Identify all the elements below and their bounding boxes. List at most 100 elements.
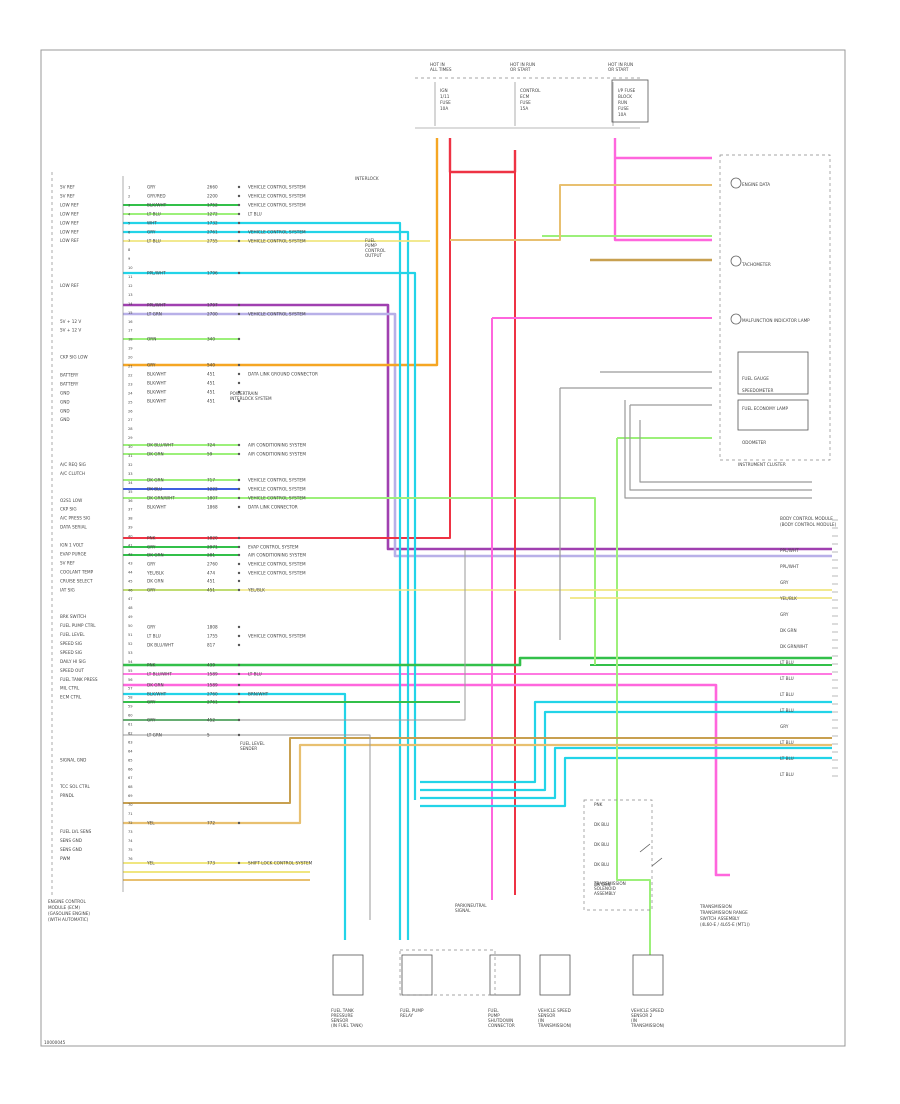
wire-tan-1	[123, 743, 832, 825]
ecm-pin-number: 23	[128, 382, 133, 386]
wire-color-label: BLK/WHT	[147, 203, 167, 208]
ecm-pin-number: 42	[128, 552, 133, 556]
ecm-pin-number: 38	[128, 517, 133, 521]
bottom-component-label: (IN FUEL TANK)	[331, 1023, 363, 1028]
splice-dot	[237, 399, 241, 403]
wire-5v-b	[123, 312, 832, 558]
ecm-pin-number: 5	[128, 221, 130, 225]
wire-color-label: GRY	[147, 625, 156, 630]
wire-grey-9	[123, 734, 371, 920]
wire-circuit-label: 1808	[207, 625, 218, 630]
ecm-pin-number: 58	[128, 696, 133, 700]
ecm-pin-label: FUEL LEVEL	[60, 632, 85, 637]
ecm-pin-number: 66	[128, 767, 133, 771]
ecm-pin-number: 2	[128, 194, 130, 198]
wire-lime-long	[123, 497, 596, 665]
instrument-cluster-box	[719, 154, 831, 461]
ecm-pin-label: ECM CTRL	[60, 695, 82, 700]
bottom-component-label: RELAY	[400, 1013, 414, 1018]
wire-color-label: GRY	[147, 588, 156, 593]
ecm-pin-number: 29	[128, 436, 133, 440]
wire-ecm-fuse-red	[448, 138, 517, 174]
component-layer	[51, 77, 838, 996]
ecm-pin-label: MIL CTRL	[60, 686, 80, 691]
ecm-pin-label: A/C PRESS SIG	[60, 516, 90, 521]
bottom-component-label: (IN	[631, 1018, 637, 1023]
wire-circuit-label: 1222	[207, 487, 218, 492]
wire-destination-label: AIR CONDITIONING SYSTEM	[248, 443, 306, 448]
wire-color-label: WHT	[147, 221, 157, 226]
wire-circuit-label: 59	[207, 452, 213, 457]
ecm-pin-number: 24	[128, 391, 133, 395]
wire-circuit-label: 5	[207, 733, 210, 738]
wire-red-branch	[123, 172, 451, 539]
ecm-pin-number: 8	[128, 248, 131, 252]
splice-dot	[237, 663, 241, 667]
wire-circuit-label: 1589	[207, 683, 218, 688]
wire-color-label: YEL/BLK	[146, 571, 164, 576]
ecm-pin-number: 60	[128, 714, 133, 718]
splice-dot	[237, 478, 241, 482]
wire-color-label: BLK/WHT	[147, 399, 167, 404]
wire-destination-label: VEHICLE CONTROL SYSTEM	[248, 634, 306, 639]
wire-destination-label: BRN/WHT	[248, 692, 269, 697]
wire-destination-label: VEHICLE CONTROL SYSTEM	[248, 203, 306, 208]
wire-lime-trans	[616, 438, 651, 955]
ecm-pin-number: 9	[128, 257, 131, 261]
ecm-pin-number: 53	[128, 651, 133, 655]
splice-dot	[237, 337, 241, 341]
wire-color-label: BLK/WHT	[147, 692, 167, 697]
splice-dot	[237, 821, 241, 825]
cluster-item: ENGINE DATA	[742, 182, 770, 187]
ecm-pin-number: 59	[128, 705, 133, 709]
wire-circuit-label: 1755	[207, 634, 218, 639]
wire-color-label: ORN	[147, 337, 156, 342]
transmission-caption: TRANSMISSION	[593, 881, 626, 886]
wire-color-label: DK GRN	[147, 452, 164, 457]
fuse-label: FUSE	[440, 100, 451, 105]
wire-color-label: DK GRN/WHT	[147, 496, 175, 501]
splice-dot	[237, 230, 241, 234]
splice-dot	[237, 496, 241, 500]
ecm-caption: (GASOLINE ENGINE)	[48, 911, 90, 916]
wire-destination-label: VEHICLE CONTROL SYSTEM	[248, 194, 306, 199]
bottom-component-box	[489, 954, 521, 996]
ecm-pin-number: 6	[128, 230, 131, 234]
ecm-pin-label: COOLANT TEMP	[60, 569, 94, 574]
splice-dot	[237, 303, 241, 307]
splice-dot	[237, 545, 241, 549]
wire-color-label: LT BLU	[147, 239, 161, 244]
right-edge-label: LT BLU	[780, 692, 794, 697]
wire-destination-label: LT BLU	[248, 212, 262, 217]
wire-circuit-label: 540	[207, 363, 215, 368]
bottom-component-label: TRANSMISSION)	[537, 1023, 572, 1028]
ecm-pin-number: 22	[128, 373, 133, 377]
ecm-pin-label: LOW REF	[60, 229, 80, 234]
right-edge-label: YEL/BLK	[779, 596, 797, 601]
wire-color-label: BLK/WHT	[147, 381, 167, 386]
transmission-caption: SOLENOID	[594, 886, 616, 891]
fuse-title: HOT IN	[430, 62, 445, 67]
wire-circuit-label: 452	[207, 718, 215, 723]
splice-dot	[237, 381, 241, 385]
ecm-pin-label: 5V + 12 V	[60, 319, 81, 324]
splice-dot	[237, 443, 241, 447]
ecm-pin-number: 1	[128, 186, 130, 190]
fuse-title: OR START	[510, 67, 531, 72]
ecm-pin-label: LOW REF	[60, 202, 80, 207]
fuel-gauge-box	[737, 351, 809, 395]
ecm-pin-label: CRUISE SELECT	[60, 578, 93, 583]
wire-circuit-label: 2200	[207, 194, 218, 199]
wire-destination-label: VEHICLE CONTROL SYSTEM	[248, 230, 306, 235]
transmission-range-caption: TRANSMISSION RANGE	[699, 910, 748, 915]
splice-dot	[237, 194, 241, 198]
wire-circuit-label: 1796	[207, 271, 218, 276]
wire-destination-label: DATA LINK GROUND CONNECTOR	[248, 372, 318, 377]
ecm-pin-number: 33	[128, 472, 133, 476]
ecm-pin-label: PRNDL	[60, 793, 75, 798]
wire-color-label: DK GRN	[147, 553, 164, 558]
ecm-pin-label: GND	[60, 399, 70, 404]
transmission-wire-label: DK GRN	[594, 882, 611, 887]
